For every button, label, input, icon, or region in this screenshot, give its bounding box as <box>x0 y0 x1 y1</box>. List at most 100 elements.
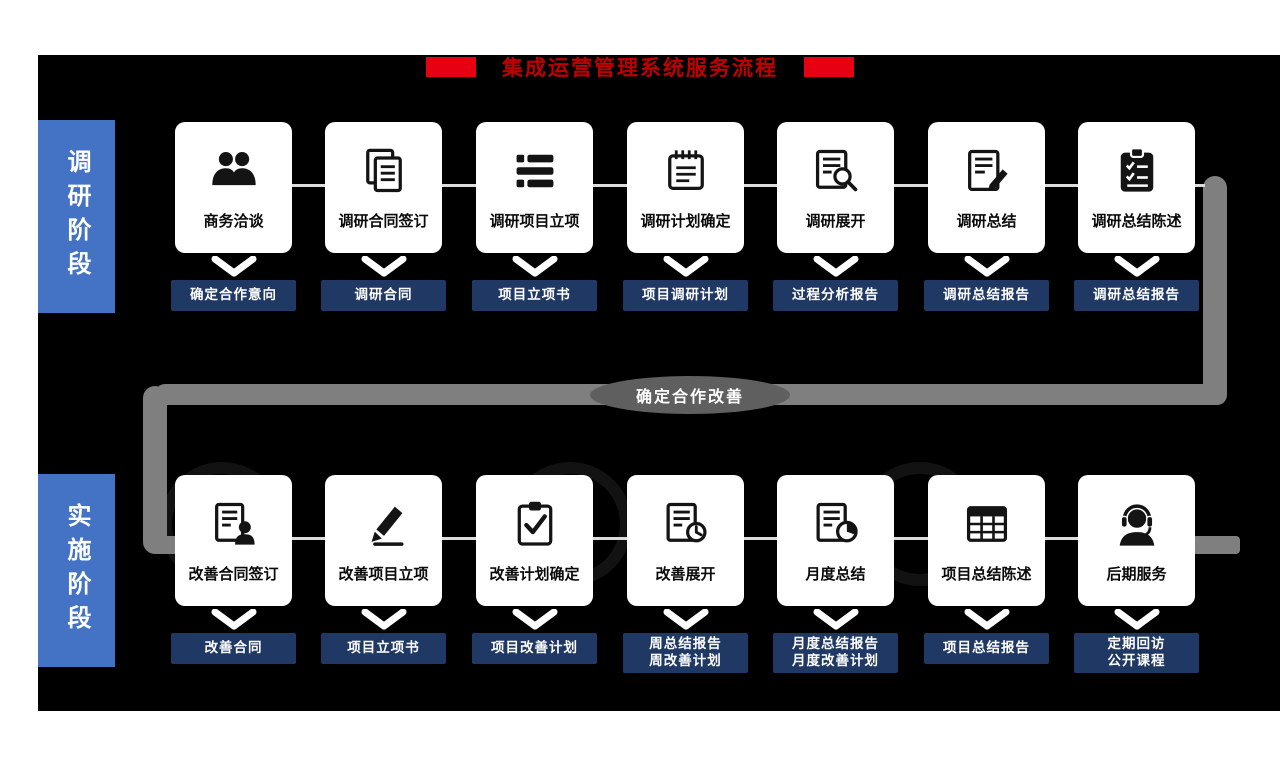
chevron-down-icon <box>813 253 859 280</box>
deliverable-banner: 调研总结报告 <box>924 280 1049 311</box>
flow-step-card: 调研合同签订 <box>325 122 442 253</box>
flow-step-card: 后期服务 <box>1078 475 1195 606</box>
flow-step-label: 调研合同签订 <box>338 212 429 230</box>
chevron-down-icon <box>663 606 709 633</box>
deliverable-text: 项目立项书 <box>498 287 571 303</box>
step-connector <box>292 184 325 187</box>
flow-step: 改善展开 周总结报告 周改善计划 <box>623 475 748 673</box>
notepad-icon <box>660 145 712 197</box>
flow-step-card: 改善展开 <box>627 475 744 606</box>
step-connector <box>292 537 325 540</box>
phase-label-research: 调研阶段 <box>38 120 115 313</box>
flow-step-card: 调研总结 <box>928 122 1045 253</box>
deliverable-text: 周总结报告 <box>649 636 722 651</box>
flow-step-card: 调研计划确定 <box>627 122 744 253</box>
flow-loop-left-bar <box>143 386 167 554</box>
step-connector <box>593 537 627 540</box>
chevron-down-icon <box>1114 253 1160 280</box>
step-connector <box>744 537 777 540</box>
people-meeting-icon <box>208 145 260 197</box>
flow-step: 改善项目立项 项目立项书 <box>321 475 446 664</box>
deliverable-banner: 过程分析报告 <box>773 280 898 311</box>
flow-step-label: 调研总结 <box>956 212 1017 230</box>
flow-step-label: 改善计划确定 <box>489 565 580 583</box>
document-search-icon <box>810 145 862 197</box>
list-icon <box>509 145 561 197</box>
page-title-row: 集成运营管理系统服务流程 <box>340 53 940 81</box>
deliverable-text: 项目立项书 <box>347 640 420 656</box>
phase-label-text: 实施阶段 <box>63 502 90 639</box>
chevron-down-icon <box>964 606 1010 633</box>
flow-step: 改善合同签订 改善合同 <box>171 475 296 664</box>
chevron-down-icon <box>964 253 1010 280</box>
documents-icon <box>358 145 410 197</box>
flow-step-label: 月度总结 <box>805 565 866 583</box>
page-title: 集成运营管理系统服务流程 <box>502 57 778 80</box>
flow-step-label: 改善合同签订 <box>188 565 279 583</box>
flow-step-card: 月度总结 <box>777 475 894 606</box>
flow-step: 改善计划确定 项目改善计划 <box>472 475 597 664</box>
step-connector <box>593 184 627 187</box>
flow-exit-segment <box>1192 536 1240 554</box>
clipboard-checklist-icon <box>1111 145 1163 197</box>
chevron-down-icon <box>512 253 558 280</box>
flow-step-card: 项目总结陈述 <box>928 475 1045 606</box>
flow-step-label: 后期服务 <box>1106 565 1167 583</box>
deliverable-text: 月度改善计划 <box>792 652 879 668</box>
flow-step: 调研展开 过程分析报告 <box>773 122 898 311</box>
flow-step: 调研计划确定 项目调研计划 <box>623 122 748 311</box>
deliverable-banner: 项目立项书 <box>321 633 446 664</box>
flow-step-card: 调研项目立项 <box>476 122 593 253</box>
table-grid-icon <box>961 498 1013 550</box>
flow-step-card: 商务洽谈 <box>175 122 292 253</box>
contract-person-icon <box>208 498 260 550</box>
step-connector <box>894 537 928 540</box>
flow-step-card: 改善计划确定 <box>476 475 593 606</box>
chevron-down-icon <box>512 606 558 633</box>
deliverable-text: 周改善计划 <box>649 652 722 668</box>
title-accent-left <box>426 57 476 77</box>
flow-step-label: 调研展开 <box>805 212 866 230</box>
deliverable-banner: 改善合同 <box>171 633 296 664</box>
deliverable-text: 项目调研计划 <box>642 287 729 303</box>
deliverable-banner: 项目立项书 <box>472 280 597 311</box>
flow-step: 调研总结 调研总结报告 <box>924 122 1049 311</box>
document-piechart-icon <box>810 498 862 550</box>
document-edit-icon <box>961 145 1013 197</box>
flow-step-label: 商务洽谈 <box>203 212 264 230</box>
flow-step: 项目总结陈述 项目总结报告 <box>924 475 1049 664</box>
headset-icon <box>1111 498 1163 550</box>
step-connector <box>744 184 777 187</box>
flow-step-card: 调研展开 <box>777 122 894 253</box>
chevron-down-icon <box>813 606 859 633</box>
deliverable-text: 项目总结报告 <box>943 640 1030 656</box>
flow-step: 商务洽谈 确定合作意向 <box>171 122 296 311</box>
chevron-down-icon <box>211 253 257 280</box>
deliverable-banner: 调研合同 <box>321 280 446 311</box>
flow-step-label: 调研计划确定 <box>640 212 731 230</box>
flow-step-card: 改善合同签订 <box>175 475 292 606</box>
chevron-down-icon <box>361 253 407 280</box>
flow-step-label: 项目总结陈述 <box>941 565 1032 583</box>
deliverable-text: 项目改善计划 <box>491 640 578 656</box>
title-accent-right <box>804 57 854 77</box>
flow-step-label: 改善项目立项 <box>338 565 429 583</box>
flow-step: 月度总结 月度总结报告 月度改善计划 <box>773 475 898 673</box>
deliverable-banner: 项目改善计划 <box>472 633 597 664</box>
deliverable-banner: 月度总结报告 月度改善计划 <box>773 633 898 673</box>
flow-step: 调研合同签订 调研合同 <box>321 122 446 311</box>
flow-step: 后期服务 定期回访 公开课程 <box>1074 475 1199 673</box>
deliverable-text: 月度总结报告 <box>792 636 879 651</box>
flow-step-label: 调研总结陈述 <box>1091 212 1182 230</box>
flow-step-card: 改善项目立项 <box>325 475 442 606</box>
flow-step-label: 调研项目立项 <box>489 212 580 230</box>
clipboard-check-icon <box>509 498 561 550</box>
deliverable-banner: 项目总结报告 <box>924 633 1049 664</box>
deliverable-banner: 周总结报告 周改善计划 <box>623 633 748 673</box>
deliverable-text: 定期回访 <box>1107 636 1166 651</box>
deliverable-text: 确定合作意向 <box>190 287 277 303</box>
deliverable-text: 调研总结报告 <box>1093 287 1180 303</box>
step-connector <box>1195 184 1205 187</box>
deliverable-banner: 项目调研计划 <box>623 280 748 311</box>
